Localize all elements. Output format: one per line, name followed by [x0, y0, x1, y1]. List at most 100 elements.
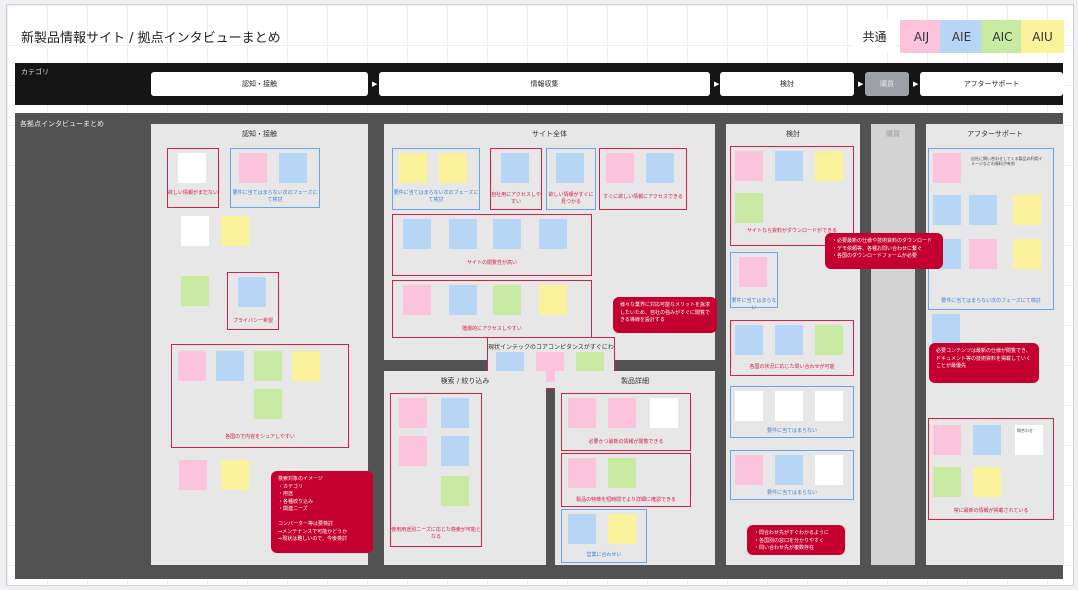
group-box: 必要かつ最新の情報が閲覧できる: [561, 393, 691, 451]
legend-aie: AIE: [940, 20, 983, 53]
column-header: アフターサポート: [967, 130, 1023, 138]
sticky-note: [441, 476, 469, 506]
legend-aij: AIJ: [900, 20, 943, 53]
group-box: 欲しい情報がすぐに見つかる: [546, 148, 596, 210]
arrow-right-icon: ▶: [913, 80, 919, 88]
sticky-note: [239, 153, 267, 183]
sticky-note: 問合わせ: [1015, 425, 1043, 455]
sticky-note: [568, 514, 596, 544]
sticky-note: [292, 351, 320, 381]
sticky-note: [608, 458, 636, 488]
sticky-note: [933, 153, 961, 183]
category-consider[interactable]: 検討: [720, 72, 854, 96]
group-box: すぐに欲しい情報にアクセスできる: [599, 148, 687, 210]
sticky-note: [493, 285, 521, 315]
group-box: プライバシー希望: [227, 272, 279, 330]
sticky-note: [932, 314, 960, 344]
sticky-note: [775, 325, 803, 355]
group-label: 要件に当てはまらない: [731, 298, 777, 311]
sticky-note: [216, 351, 244, 381]
sticky-note: [399, 153, 427, 183]
sticky-note: [815, 325, 843, 355]
whiteboard: 新製品情報サイト / 拠点インタビューまとめ 共通 AIJ AIE AIC AI…: [6, 4, 1074, 586]
group-box: 問合わせ 常に最新の情報が掲載されている: [928, 418, 1054, 520]
sticky-note: [735, 151, 763, 181]
sticky-note: [493, 219, 521, 249]
legend-common: 共通: [853, 20, 896, 53]
sticky-note: [735, 391, 763, 421]
page-title: 新製品情報サイト / 拠点インタビューまとめ: [21, 31, 281, 46]
sticky-note: [735, 325, 763, 355]
group-box: 要件に当てはまらない: [730, 252, 778, 311]
column-purchase: 購買: [871, 124, 915, 565]
group-label: サイトなら資料がダウンロードができる: [747, 228, 837, 234]
sticky-note: [181, 276, 209, 306]
sticky-note: [608, 514, 636, 544]
arrow-right-icon: ▶: [714, 80, 720, 88]
group-label: 自社用にアクセスしやすい: [491, 192, 541, 205]
group-label: 要件に当てはまらない: [767, 490, 817, 496]
column-header: 購買: [886, 130, 900, 138]
sticky-note: [254, 389, 282, 419]
group-label: 営業に合わせい: [586, 552, 622, 558]
sticky-note: [403, 219, 431, 249]
callout-after-support: 必要コンテンツは最新の仕様が閲覧でき、ドキュメント等の技術資料を掲載していくこと…: [929, 343, 1039, 383]
group-label: サイトの閲覧性が高い: [466, 260, 517, 266]
category-awareness[interactable]: 認知・接触: [151, 72, 368, 96]
sticky-note: [449, 219, 477, 249]
sticky-note: [969, 239, 997, 269]
sticky-note: [221, 216, 249, 246]
group-box: 各国の状況に応じた問い合わせが可能: [730, 320, 854, 376]
group-label: 必要かつ最新の情報が閲覧できる: [588, 439, 664, 445]
group-box: 各国ので内容をシュアしやすい: [171, 344, 349, 448]
callout-search-image: 検索対象のイメージ ・カテゴリ ・用途 ・各種絞り込み ・関連ニーズ コンバータ…: [271, 471, 373, 553]
sticky-note: [449, 285, 477, 315]
category-after[interactable]: アフターサポート: [920, 72, 1063, 96]
sticky-note: [568, 458, 596, 488]
sticky-note: [221, 460, 249, 490]
sticky-note: [568, 398, 596, 428]
category-label: カテゴリ: [21, 68, 49, 76]
sticky-note: [973, 425, 1001, 455]
sticky-note: [933, 425, 961, 455]
column-consider: 検討 サイトなら資料がダウンロードができる 要件に当てはまらない 各国の状況に応…: [726, 124, 860, 565]
sticky-note: [501, 153, 529, 183]
category-info[interactable]: 情報収集: [379, 72, 710, 96]
sticky-note: 自社に問い合わせしてくる製品の利用イメージなどの資料が有効: [971, 156, 1043, 167]
group-label: 要件に当てはまらない次のフェーズにて検討: [941, 298, 1041, 304]
sticky-note: [539, 285, 567, 315]
sticky-note: [178, 351, 206, 381]
sticky-note: [181, 216, 209, 246]
sticky-note: [969, 195, 997, 225]
legend-aic: AIC: [981, 20, 1024, 53]
main-area: 各拠点インタビューまとめ 認知・接触 欲しい情報がまだない 要件に当てはまらない…: [15, 113, 1064, 579]
sticky-note: [403, 285, 431, 315]
sticky-note: [775, 455, 803, 485]
sticky-note: [739, 257, 767, 287]
column-site: サイト全体 要件に当てはまらない次のフェーズにて検討 自社用にアクセスしやすい …: [384, 124, 715, 360]
group-box: 営業に合わせい: [561, 509, 647, 563]
sticky-note: [815, 391, 843, 421]
group-box: サイトの閲覧性が高い: [392, 214, 592, 276]
group-label: 要件に当てはまらない: [767, 428, 817, 434]
sticky-note: [441, 398, 469, 428]
group-label: 欲しい情報がまだない: [168, 190, 219, 196]
column-header: サイト全体: [532, 130, 567, 138]
group-box: サイトなら資料がダウンロードができる: [730, 146, 854, 246]
group-box: 階層的にアクセスしやすい: [392, 280, 592, 338]
group-box: 自社用にアクセスしやすい: [490, 148, 542, 210]
sticky-note: [441, 436, 469, 466]
group-box: 自社に問い合わせしてくる製品の利用イメージなどの資料が有効 要件に当てはまらない…: [928, 148, 1054, 310]
sticky-note: [399, 398, 427, 428]
group-box: 要件に当てはまらない次のフェーズにて検討: [392, 148, 480, 210]
callout-consider-bottom: ・問合わせ先がすぐわかるように ・各国別の窓口を分かりやすく ・問い合わせ先が複…: [747, 525, 845, 555]
group-box: 製品の特徴を短時間でより詳細に確認できる: [561, 453, 691, 507]
sticky-note: [650, 398, 678, 428]
sticky-note: [775, 391, 803, 421]
sticky-note: [254, 351, 282, 381]
sticky-note: [279, 153, 307, 183]
group-label: 階層的にアクセスしやすい: [462, 326, 522, 332]
group-label: プライバシー希望: [233, 318, 273, 324]
sticky-note: [1013, 239, 1041, 269]
category-purchase[interactable]: 購買: [865, 72, 909, 96]
